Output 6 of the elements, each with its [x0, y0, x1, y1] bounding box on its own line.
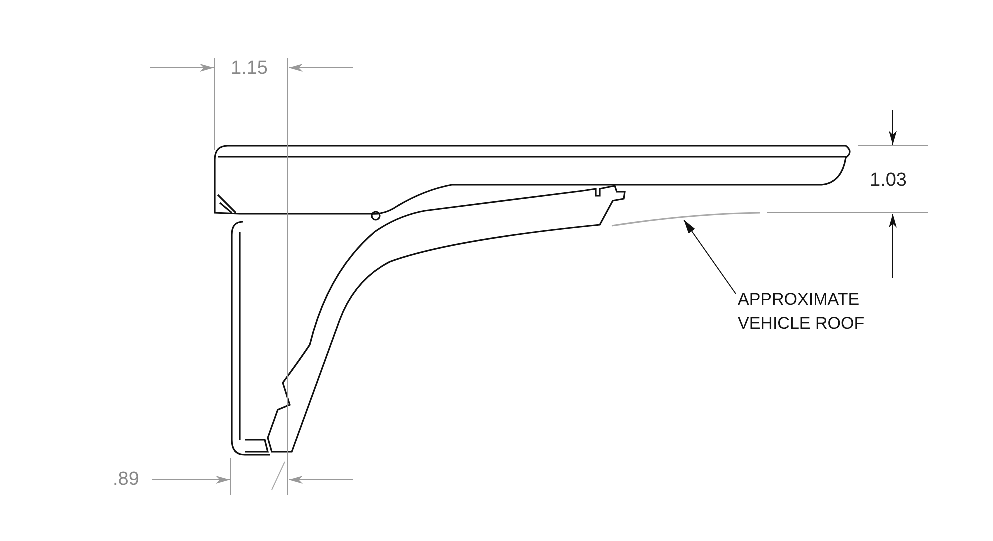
- dimension-value: .89: [113, 469, 140, 491]
- roof-line: [612, 212, 760, 227]
- leader-line: [684, 220, 736, 294]
- dimension-value: 1.15: [231, 58, 268, 80]
- callout-text: APPROXIMATE VEHICLE ROOF: [738, 288, 908, 336]
- dimension-value: 1.03: [870, 170, 907, 192]
